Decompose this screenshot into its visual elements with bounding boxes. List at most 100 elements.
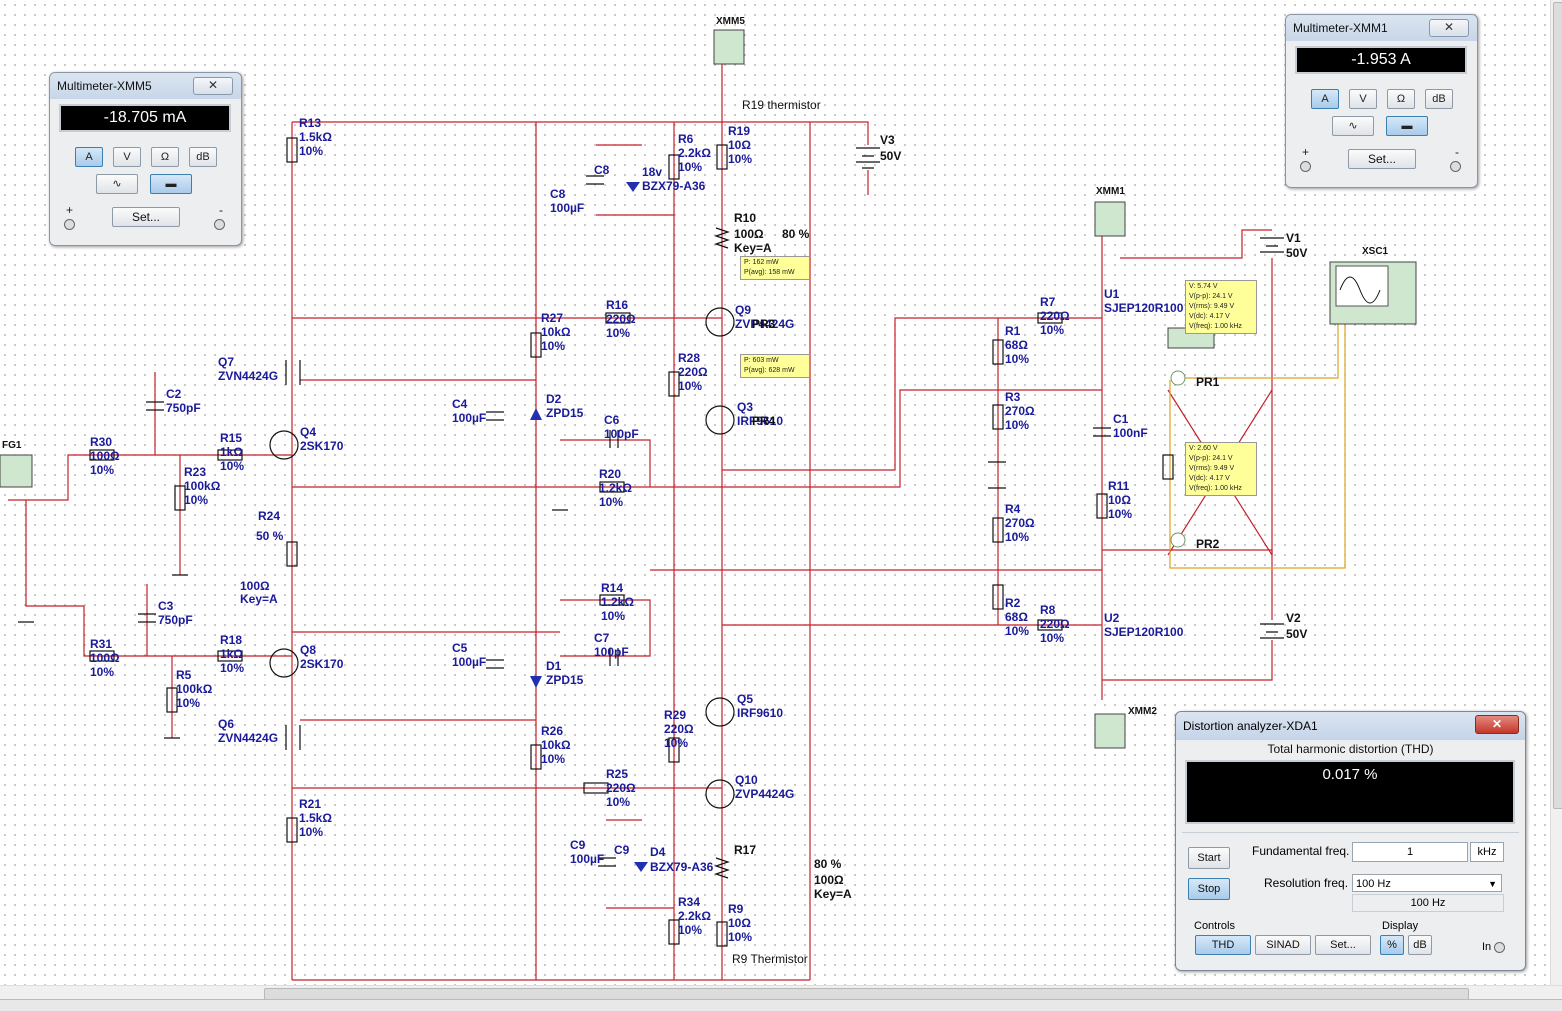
fundamental-freq-unit[interactable]: kHz	[1470, 842, 1504, 862]
component-label-q3: Q3	[737, 400, 753, 414]
title-bar[interactable]: Multimeter-XMM1 ✕	[1286, 15, 1477, 41]
voltage-probe-pr2[interactable]: V: 2.60 V V(p-p): 24.1 V V(rms): 9.49 V …	[1185, 442, 1257, 496]
settings-button[interactable]: Set...	[1348, 149, 1416, 169]
schematic-diagram[interactable]: R131.5kΩ10%R211.5kΩ10%R2710kΩ10%R2610kΩ1…	[0, 0, 1550, 985]
r24-percent: 50 %	[256, 529, 284, 543]
component-label-r14: 1.2kΩ	[601, 595, 634, 609]
r10-label: R10	[734, 211, 756, 225]
fundamental-freq-input[interactable]: 1	[1352, 842, 1468, 862]
component-label-q8: 2SK170	[300, 657, 344, 671]
component-label-r15: R15	[220, 431, 242, 445]
component-label-r23: 100kΩ	[184, 479, 221, 493]
power-probe-2[interactable]: P: 603 mW P(avg): 628 mW	[740, 354, 810, 378]
thd-button[interactable]: THD	[1195, 935, 1251, 955]
r17-percent: 80 %	[814, 857, 842, 871]
component-label-r4: R4	[1005, 502, 1021, 516]
pr2-label: PR2	[1196, 537, 1220, 551]
ammeter-mode-button[interactable]: A	[1311, 89, 1339, 109]
db-mode-button[interactable]: dB	[1408, 935, 1432, 955]
horizontal-scrollbar[interactable]	[0, 985, 1562, 1000]
dc-mode-button[interactable]: ▬	[150, 174, 192, 194]
controls-label: Controls	[1194, 920, 1235, 932]
component-label-r23: 10%	[184, 493, 208, 507]
component-label-r20: 10%	[599, 495, 623, 509]
multimeter-xmm5-window[interactable]: Multimeter-XMM5 ✕ -18.705 mA A V Ω dB ∿ …	[49, 72, 242, 246]
stop-button[interactable]: Stop	[1188, 878, 1230, 900]
component-label-r27: 10kΩ	[541, 325, 571, 339]
v1-label: V1	[1286, 231, 1301, 245]
ohmmeter-mode-button[interactable]: Ω	[151, 147, 179, 167]
close-button[interactable]: ✕	[1475, 715, 1519, 734]
dc-mode-button[interactable]: ▬	[1386, 116, 1428, 136]
decibel-mode-button[interactable]: dB	[189, 147, 217, 167]
ac-mode-button[interactable]: ∿	[1332, 116, 1374, 136]
percent-mode-button[interactable]: %	[1380, 935, 1404, 955]
component-label-r25: 220Ω	[606, 781, 636, 795]
component-label-r4: 10%	[1005, 530, 1029, 544]
component-label-r28: 220Ω	[678, 365, 708, 379]
component-label-r30: 10%	[90, 463, 114, 477]
component-label-c7: C7	[594, 631, 610, 645]
dc-line-icon: ▬	[165, 178, 177, 190]
vertical-scrollbar[interactable]	[1550, 0, 1562, 985]
component-label-c6: 100pF	[604, 427, 639, 441]
voltage-probe-pr1[interactable]: V: 5.74 V V(p-p): 24.1 V V(rms): 9.49 V …	[1185, 280, 1257, 334]
start-button[interactable]: Start	[1188, 847, 1230, 869]
component-label-u2: U2	[1104, 611, 1120, 625]
sinad-button[interactable]: SINAD	[1255, 935, 1311, 955]
title-bar[interactable]: Multimeter-XMM5 ✕	[50, 73, 241, 99]
component-label-d2: ZPD15	[546, 406, 584, 420]
distortion-analyzer-window[interactable]: Distortion analyzer-XDA1 ✕ Total harmoni…	[1175, 711, 1526, 971]
settings-button[interactable]: Set...	[1315, 935, 1371, 955]
component-label-r30: R30	[90, 435, 112, 449]
component-label-r21: 1.5kΩ	[299, 811, 332, 825]
input-terminal-icon[interactable]	[1494, 942, 1505, 953]
component-label-r18: 1kΩ	[220, 647, 243, 661]
plus-terminal-icon[interactable]	[1300, 161, 1311, 172]
component-label-r2: R2	[1005, 596, 1021, 610]
thd-reading: 0.017 %	[1322, 766, 1378, 783]
power-probe-1[interactable]: P: 162 mW P(avg): 158 mW	[740, 256, 810, 280]
ohmmeter-mode-button[interactable]: Ω	[1387, 89, 1415, 109]
component-label-r1: R1	[1005, 324, 1021, 338]
r10-value: 100Ω	[734, 227, 764, 241]
title-bar[interactable]: Distortion analyzer-XDA1 ✕	[1176, 712, 1525, 740]
close-button[interactable]: ✕	[1429, 19, 1469, 37]
component-label-r25: 10%	[606, 795, 630, 809]
probe-p: P: 162 mW	[744, 259, 779, 266]
ammeter-mode-button[interactable]: A	[75, 147, 103, 167]
xfg-label: FG1	[2, 440, 22, 451]
probe-vdc: V(dc): 4.17 V	[1189, 313, 1230, 320]
component-label-c7: 100pF	[594, 645, 629, 659]
minus-terminal-icon[interactable]	[1450, 161, 1461, 172]
probe-vrms: V(rms): 9.49 V	[1189, 303, 1235, 310]
r10-key: Key=A	[734, 241, 772, 255]
ac-mode-button[interactable]: ∿	[96, 174, 138, 194]
voltmeter-mode-button[interactable]: V	[113, 147, 141, 167]
component-label-r16: R16	[606, 298, 628, 312]
vertical-scroll-thumb[interactable]	[1553, 2, 1562, 809]
component-label-r21: R21	[299, 797, 321, 811]
resolution-freq-select[interactable]: 100 Hz ▼	[1352, 874, 1502, 892]
component-label-q4: Q4	[300, 425, 316, 439]
minus-terminal-icon[interactable]	[214, 219, 225, 230]
settings-button[interactable]: Set...	[112, 207, 180, 227]
voltmeter-mode-button[interactable]: V	[1349, 89, 1377, 109]
probe-pavg: P(avg): 158 mW	[744, 269, 795, 276]
probe-vrms: V(rms): 9.49 V	[1189, 465, 1235, 472]
sine-icon: ∿	[1348, 120, 1358, 132]
component-label-r26: 10%	[541, 752, 565, 766]
component-label-c2: 750pF	[166, 401, 201, 415]
component-label-r20: R20	[599, 467, 621, 481]
plus-terminal-icon[interactable]	[64, 219, 75, 230]
decibel-mode-button[interactable]: dB	[1425, 89, 1453, 109]
component-label-r2: 68Ω	[1005, 610, 1028, 624]
component-label-r23: R23	[184, 465, 206, 479]
component-label-q5: IRF9610	[737, 706, 783, 720]
multimeter-xmm1-window[interactable]: Multimeter-XMM1 ✕ -1.953 A A V Ω dB ∿ ▬ …	[1285, 14, 1478, 188]
close-button[interactable]: ✕	[193, 77, 233, 95]
component-label-r34: 2.2kΩ	[678, 909, 711, 923]
probe-vpp: V(p-p): 24.1 V	[1189, 455, 1233, 462]
probe-pavg: P(avg): 628 mW	[744, 367, 795, 374]
